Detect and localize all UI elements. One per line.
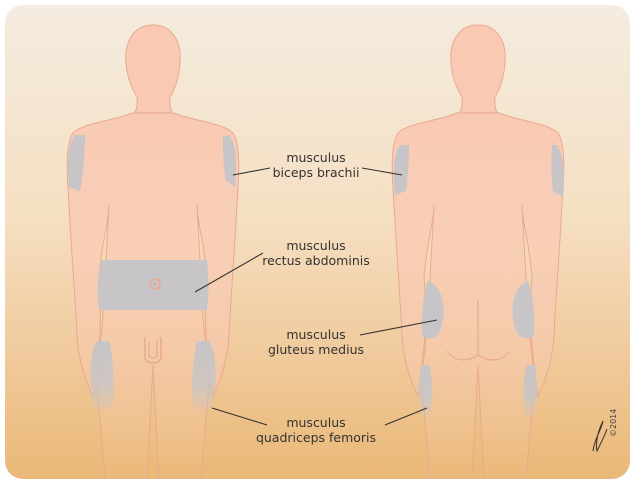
copyright-text: ©2014 <box>609 408 618 437</box>
leader-lines <box>194 167 438 426</box>
front-head <box>125 24 181 118</box>
front-groin-outline <box>144 337 162 364</box>
front-right-arm-region <box>223 135 237 187</box>
artist-signature <box>592 420 608 453</box>
label-quadriceps-line1: musculus <box>286 415 346 430</box>
diagram-frame: musculus biceps brachii musculus rectus … <box>5 5 630 479</box>
label-rectus-line2: rectus abdominis <box>262 253 370 268</box>
label-gluteus-line1: musculus <box>286 327 346 342</box>
back-right-thigh-region <box>523 365 537 417</box>
back-torso <box>391 112 565 479</box>
back-left-arm-region <box>393 145 409 195</box>
navel <box>149 278 161 290</box>
leader-rectus <box>194 252 264 293</box>
label-biceps-line1: musculus <box>286 150 346 165</box>
leader-biceps-back <box>361 167 403 176</box>
front-figure <box>66 24 240 479</box>
leader-quadriceps-back <box>384 407 428 426</box>
label-quadriceps-femoris: musculus quadriceps femoris <box>236 415 396 445</box>
front-left-thigh-region <box>90 341 114 411</box>
label-biceps-line2: biceps brachii <box>272 165 360 180</box>
front-left-arm-region <box>67 135 85 191</box>
back-left-thigh-region <box>419 365 433 417</box>
back-figure <box>391 24 565 479</box>
label-biceps-brachii: musculus biceps brachii <box>236 150 396 180</box>
body-diagram <box>66 24 608 479</box>
label-quadriceps-line2: quadriceps femoris <box>255 430 377 445</box>
back-right-arm-region <box>551 145 564 197</box>
front-right-thigh-region <box>192 341 216 411</box>
leader-biceps-front <box>232 167 271 176</box>
back-head <box>450 24 506 118</box>
label-gluteus-medius: musculus gluteus medius <box>236 327 396 357</box>
label-gluteus-line2: gluteus medius <box>267 342 365 357</box>
label-rectus-abdominis: musculus rectus abdominis <box>236 238 396 268</box>
leader-quadriceps-front <box>211 407 268 426</box>
back-right-gluteus-region <box>512 281 535 339</box>
back-left-gluteus-region <box>421 281 444 339</box>
front-abdomen-region <box>97 260 209 310</box>
label-rectus-line1: musculus <box>286 238 346 253</box>
leader-gluteus <box>359 319 438 336</box>
